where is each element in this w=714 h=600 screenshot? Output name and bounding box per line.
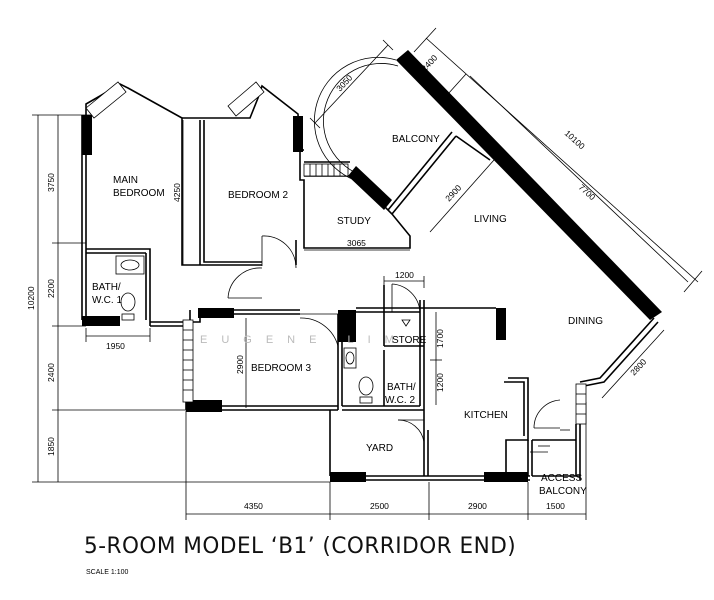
dim-left-1850: 1850 bbox=[46, 437, 56, 456]
label-access-line1: ACCESS bbox=[541, 473, 582, 484]
label-bedroom-2: BEDROOM 2 bbox=[228, 190, 288, 201]
label-bath2-line2: W.C. 2 bbox=[385, 395, 415, 406]
dim-left-total: 10200 bbox=[26, 286, 36, 310]
dim-diag-7700: 7700 bbox=[577, 182, 598, 202]
dim-bottom-1500: 1500 bbox=[546, 501, 565, 511]
label-dining: DINING bbox=[568, 316, 603, 327]
plan-title: 5-ROOM MODEL ‘B1’ (CORRIDOR END) bbox=[84, 534, 517, 559]
label-kitchen: KITCHEN bbox=[464, 410, 508, 421]
fixtures bbox=[115, 255, 570, 453]
plan-scale: SCALE 1:100 bbox=[86, 569, 129, 576]
room-labels: MAIN BEDROOM BEDROOM 2 STUDY BALCONY LIV… bbox=[92, 134, 603, 497]
dim-bottom-2900: 2900 bbox=[468, 501, 487, 511]
columns bbox=[82, 50, 662, 482]
dim-bottom-2500: 2500 bbox=[370, 501, 389, 511]
label-access-line2: BALCONY bbox=[539, 486, 587, 497]
label-main-bedroom-2: BEDROOM bbox=[113, 188, 165, 199]
label-main-bedroom-1: MAIN bbox=[113, 175, 138, 186]
label-bath1-line2: W.C. 1 bbox=[92, 295, 122, 306]
label-living: LIVING bbox=[474, 214, 507, 225]
label-study: STUDY bbox=[337, 216, 371, 227]
dim-store-width: 1200 bbox=[395, 270, 414, 280]
dim-bottom-4350: 4350 bbox=[244, 501, 263, 511]
windows bbox=[85, 81, 587, 425]
dim-diag-10100: 10100 bbox=[563, 128, 587, 151]
label-store: STORE bbox=[392, 335, 427, 346]
label-yard: YARD bbox=[366, 443, 393, 454]
dim-bedroom2-height: 4250 bbox=[172, 183, 182, 202]
doors bbox=[227, 57, 561, 462]
dim-store-height: 1700 bbox=[435, 329, 445, 348]
watermark: EUGENE LIM bbox=[200, 334, 408, 346]
label-balcony: BALCONY bbox=[392, 134, 440, 145]
dim-study-width: 3065 bbox=[347, 238, 366, 248]
dim-diag-2800: 2800 bbox=[628, 357, 648, 378]
dim-diag-2400: 2400 bbox=[419, 53, 439, 74]
label-bath1-line1: BATH/ bbox=[92, 282, 121, 293]
dim-bedroom3-height: 2900 bbox=[235, 355, 245, 374]
dim-left-3750: 3750 bbox=[46, 173, 56, 192]
label-bedroom-3: BEDROOM 3 bbox=[251, 363, 311, 374]
dim-left-2200: 2200 bbox=[46, 279, 56, 298]
label-bath2-line1: BATH/ bbox=[387, 382, 416, 393]
dim-balcony-width: 3050 bbox=[334, 73, 354, 94]
dim-living-depth: 2900 bbox=[443, 183, 463, 204]
dim-bath1-width: 1950 bbox=[106, 341, 125, 351]
dim-left-2400: 2400 bbox=[46, 363, 56, 382]
dimension-lines bbox=[32, 27, 703, 520]
dim-bath2-height: 1200 bbox=[435, 373, 445, 392]
